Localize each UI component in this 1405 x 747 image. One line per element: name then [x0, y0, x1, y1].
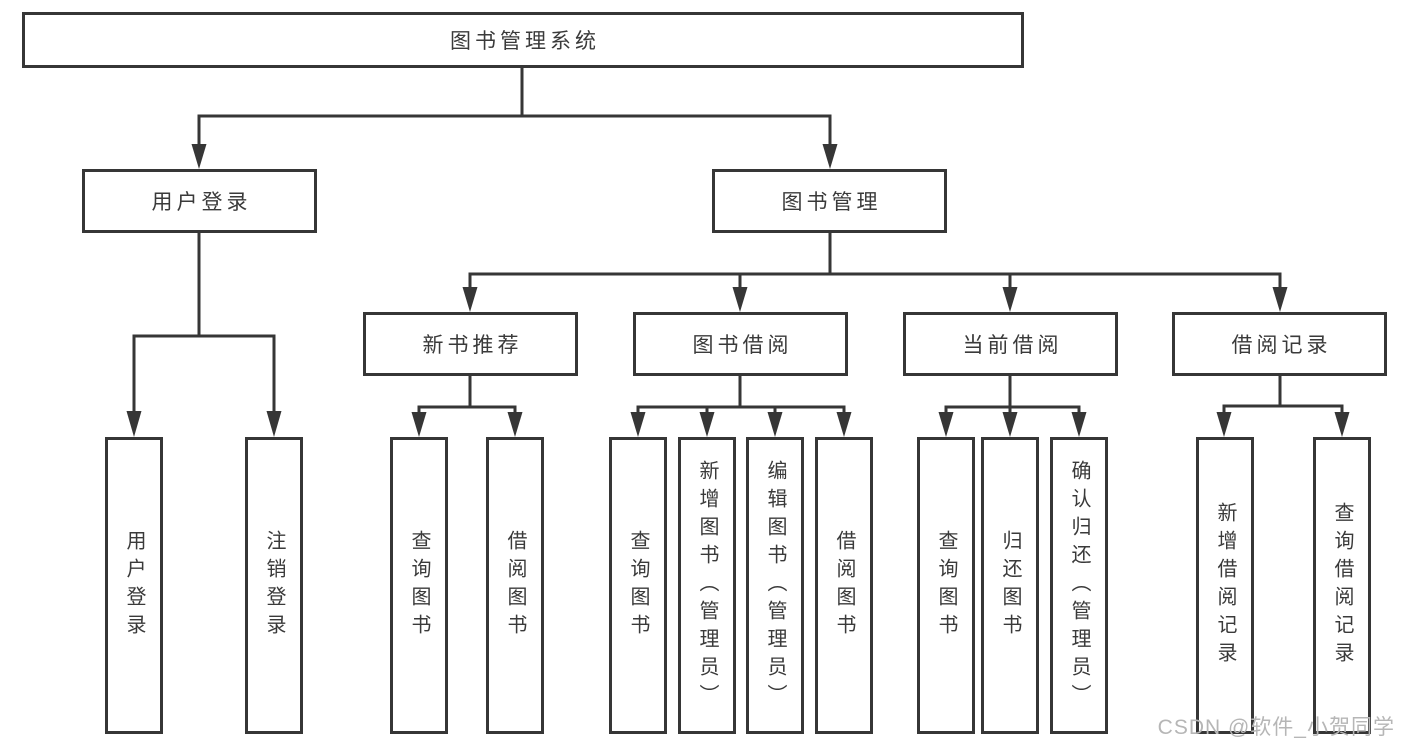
node-borrowing-records: 借阅记录	[1172, 312, 1387, 376]
node-library-management-system: 图书管理系统	[22, 12, 1024, 68]
leaf-query-books-current: 查询图书	[917, 437, 975, 734]
leaf-return-book: 归还图书	[981, 437, 1039, 734]
leaf-user-login: 用户登录	[105, 437, 163, 734]
node-new-book-recommendation: 新书推荐	[363, 312, 578, 376]
leaf-query-books-recommend: 查询图书	[390, 437, 448, 734]
leaf-add-borrow-record: 新增借阅记录	[1196, 437, 1254, 734]
leaf-borrow-books: 借阅图书	[815, 437, 873, 734]
node-user-login: 用户登录	[82, 169, 317, 233]
leaf-query-borrow-record: 查询借阅记录	[1313, 437, 1371, 734]
leaf-edit-book-admin: 编辑图书（管理员）	[746, 437, 804, 734]
node-book-management: 图书管理	[712, 169, 947, 233]
leaf-query-books-borrowing: 查询图书	[609, 437, 667, 734]
csdn-watermark: CSDN @软件_小贺同学	[1157, 716, 1395, 739]
node-book-borrowing: 图书借阅	[633, 312, 848, 376]
leaf-borrow-books-recommend: 借阅图书	[486, 437, 544, 734]
leaf-confirm-return-admin: 确认归还（管理员）	[1050, 437, 1108, 734]
leaf-logout: 注销登录	[245, 437, 303, 734]
leaf-add-book-admin: 新增图书（管理员）	[678, 437, 736, 734]
node-current-borrowing: 当前借阅	[903, 312, 1118, 376]
